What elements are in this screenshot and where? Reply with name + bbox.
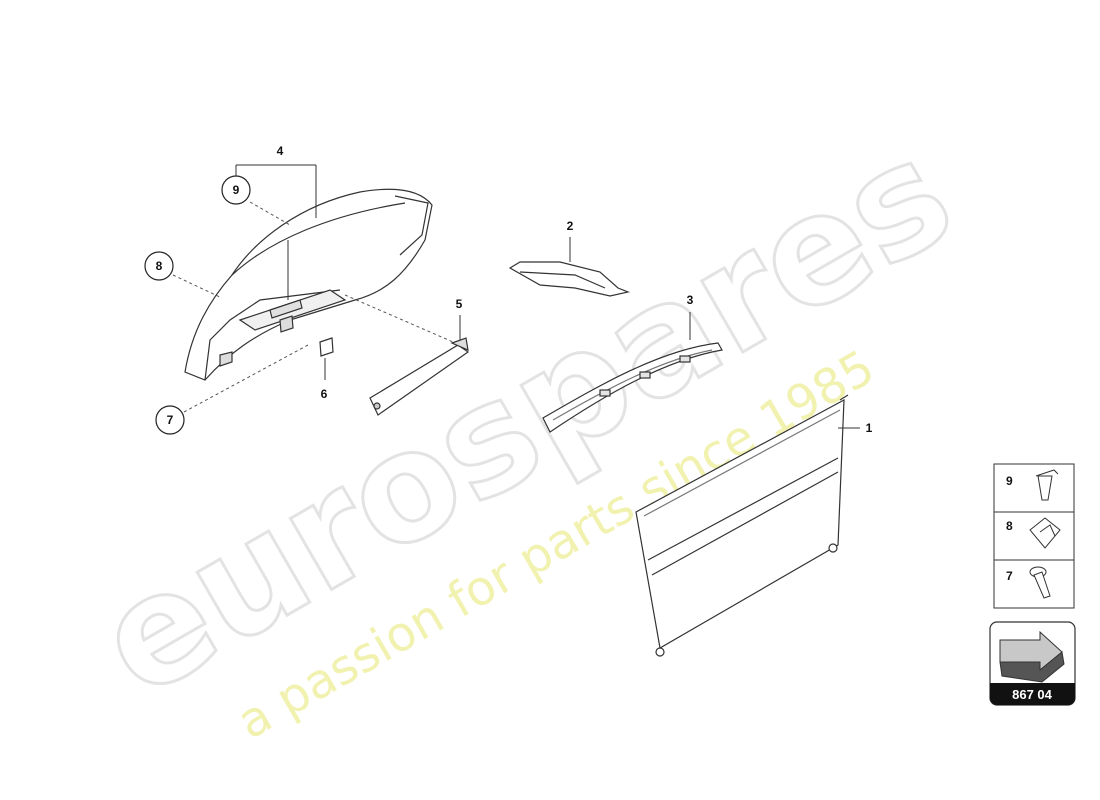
- callout-3: 3: [687, 293, 694, 307]
- callout-circle-7-text: 7: [167, 413, 174, 427]
- legend-row-8: 8: [1006, 517, 1061, 549]
- retainer-icon: [1029, 517, 1061, 549]
- legend-number-7: 7: [1006, 569, 1013, 583]
- callout-6: 6: [321, 387, 328, 401]
- callout-circle-8: 8: [144, 251, 223, 299]
- part-4-trim-panel: [184, 188, 433, 381]
- legend-number-8: 8: [1006, 519, 1013, 533]
- callout-2: 2: [567, 219, 574, 233]
- reference-box: 867 04: [989, 621, 1076, 706]
- fastener-legend: 9 8 7: [993, 463, 1075, 609]
- part-5-cover-strip: [369, 315, 470, 416]
- callout-circle-8-text: 8: [156, 259, 163, 273]
- part-3-trim-strip: [542, 312, 723, 433]
- legend-number-9: 9: [1006, 474, 1013, 488]
- arrow-icon: [999, 630, 1065, 683]
- callout-5: 5: [456, 297, 463, 311]
- part-4-leaders: [235, 164, 317, 300]
- legend-row-9: 9: [1006, 469, 1059, 501]
- legend-row-7: 7: [1006, 566, 1051, 599]
- callout-1: 1: [866, 421, 873, 435]
- callout-circle-7: 7: [155, 344, 309, 435]
- callout-circle-9: 9: [221, 175, 291, 226]
- part-6-clip: [319, 337, 334, 380]
- part-1-partition: [635, 394, 860, 657]
- reference-code: 867 04: [1012, 687, 1053, 702]
- screw-icon: [1029, 566, 1051, 599]
- leader-5-dashed: [344, 294, 461, 346]
- clip-icon: [1035, 469, 1059, 501]
- callout-4: 4: [277, 144, 284, 158]
- callout-circle-9-text: 9: [233, 183, 240, 197]
- part-2-bracket: [508, 237, 631, 297]
